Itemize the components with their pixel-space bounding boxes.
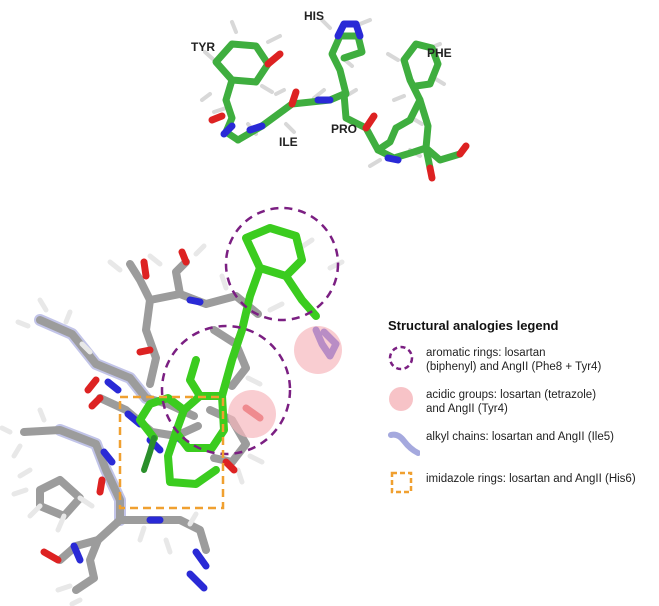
aromatic-ring-highlights — [160, 206, 340, 456]
acidic-group-highlights — [228, 326, 342, 438]
residue-label-phe: PHE — [427, 46, 452, 60]
legend: Structural analogies legend aromatic rin… — [388, 318, 656, 511]
legend-text-alkyl: alkyl chains: losartan and AngII (Ile5) — [426, 431, 614, 443]
legend-item-acidic: acidic groups: losartan (tetrazole) and … — [388, 385, 656, 425]
residue-label-his: HIS — [304, 9, 324, 23]
overlay-model — [0, 224, 345, 606]
imidazole-ring-highlight — [118, 395, 225, 510]
pink-filled-circle-icon — [389, 387, 413, 411]
orange-dashed-square-icon — [390, 471, 413, 494]
purple-dashed-circle-icon — [388, 345, 414, 371]
legend-item-alkyl: alkyl chains: losartan and AngII (Ile5) — [388, 427, 656, 467]
legend-item-aromatic: aromatic rings: losartan (biphenyl) and … — [388, 343, 656, 383]
legend-text-acidic: acidic groups: losartan (tetrazole) and … — [426, 389, 597, 415]
legend-text-aromatic: aromatic rings: losartan (biphenyl) and … — [426, 347, 602, 373]
residue-label-tyr: TYR — [191, 40, 215, 54]
blue-curved-line-icon — [388, 431, 420, 456]
legend-text-imidazole: imidazole rings: losartan and AngII (His… — [426, 473, 636, 485]
legend-item-imidazole: imidazole rings: losartan and AngII (His… — [388, 469, 656, 509]
residue-label-pro: PRO — [331, 122, 357, 136]
angiotensin-fragment-model: TYR HIS PHE ILE PRO — [191, 9, 470, 182]
residue-label-ile: ILE — [279, 135, 298, 149]
legend-title: Structural analogies legend — [388, 318, 559, 333]
